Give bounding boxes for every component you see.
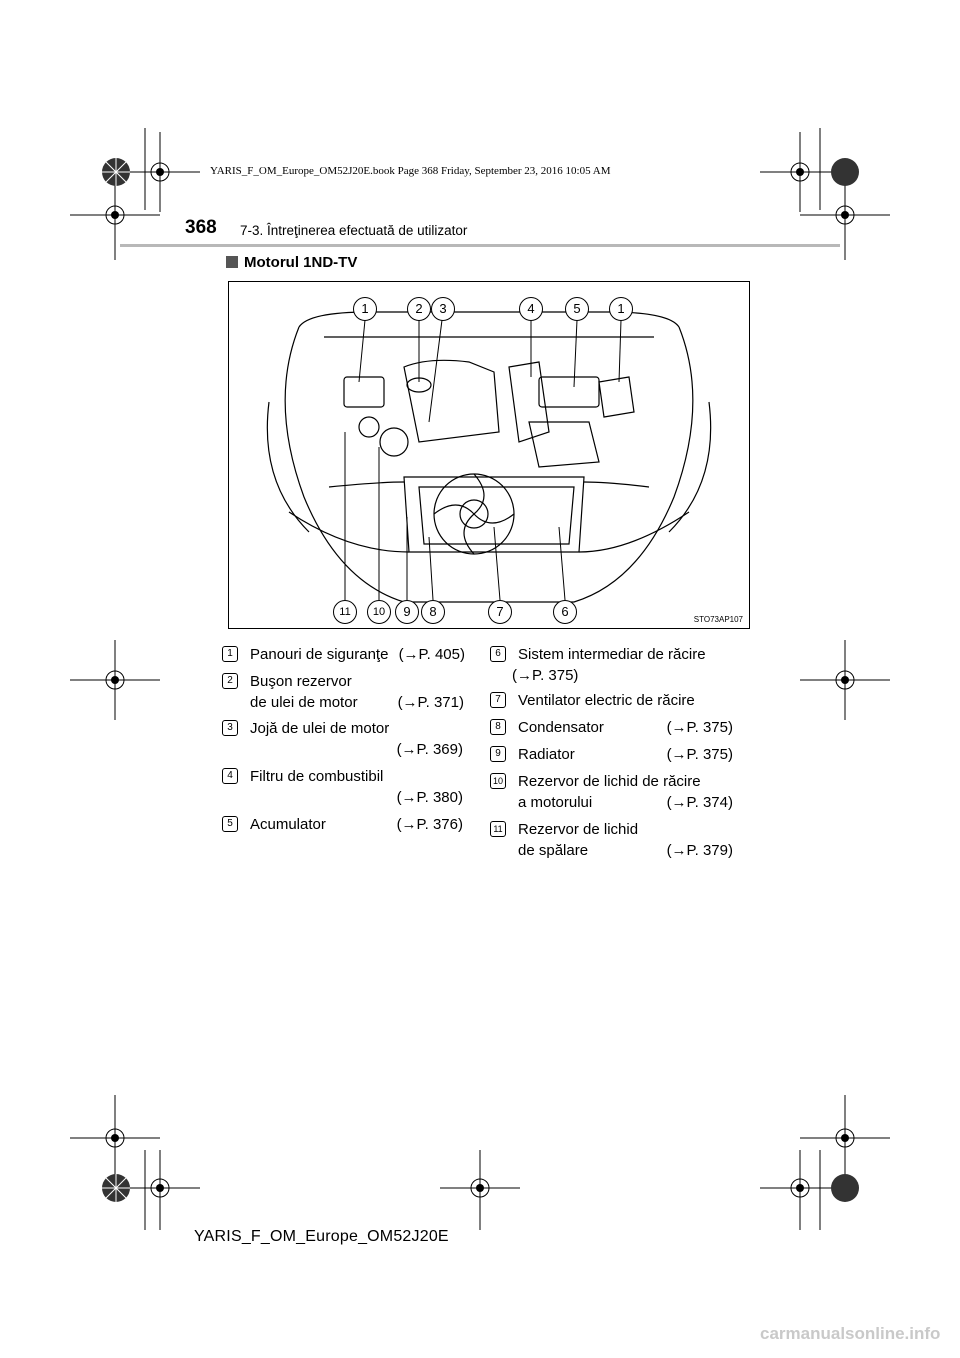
callout-3: 3 (431, 297, 455, 321)
legend-item-9: 9 Radiator (→P. 375) (490, 744, 740, 766)
legend-item-1: 1 Panouri de siguranţe (→P. 405) (222, 644, 472, 666)
callout-6: 6 (553, 600, 577, 624)
callout-2: 2 (407, 297, 431, 321)
square-bullet-icon (226, 256, 238, 268)
legend-item-4: 4 Filtru de combustibil (→P. 380) (222, 766, 472, 810)
chapter-title: 7-3. Întreţinerea efectuată de utilizato… (240, 223, 468, 238)
callout-5: 5 (565, 297, 589, 321)
legend-item-5: 5 Acumulator (→P. 376) (222, 814, 472, 836)
legend-item-8: 8 Condensator (→P. 375) (490, 717, 740, 739)
legend-item-11: 11 Rezervor de lichid de spălare (→P. 37… (490, 819, 740, 863)
engine-illustration (266, 311, 712, 603)
footer-code: YARIS_F_OM_Europe_OM52J20E (194, 1228, 449, 1245)
legend-item-3: 3 Jojă de ulei de motor (→P. 369) (222, 718, 472, 762)
book-info-line: YARIS_F_OM_Europe_OM52J20E.book Page 368… (210, 165, 611, 177)
figure-code: STO73AP107 (693, 615, 743, 624)
legend-item-7: 7 Ventilator electric de răcire (490, 690, 740, 712)
section-heading: Motorul 1ND-TV (226, 254, 357, 271)
legend-item-10: 10 Rezervor de lichid de răcire a motoru… (490, 771, 740, 815)
page-number: 368 (185, 217, 217, 238)
callout-7: 7 (488, 600, 512, 624)
callout-11: 11 (333, 600, 357, 624)
callout-4: 4 (519, 297, 543, 321)
callout-9: 9 (395, 600, 419, 624)
watermark: carmanualsonline.info (760, 1324, 941, 1343)
legend-item-2: 2 Buşon rezervor de ulei de motor (→P. 3… (222, 671, 472, 715)
section-title: Motorul 1ND-TV (244, 254, 358, 271)
header-rule (120, 244, 840, 247)
legend-item-6: 6 Sistem intermediar de răcire (→P. 375) (490, 644, 740, 688)
callout-8: 8 (421, 600, 445, 624)
engine-compartment-figure: 1 2 3 4 5 1 11 10 9 8 7 6 STO73AP107 (228, 281, 750, 629)
callout-1: 1 (353, 297, 377, 321)
callout-10: 10 (367, 600, 391, 624)
callout-1b: 1 (609, 297, 633, 321)
